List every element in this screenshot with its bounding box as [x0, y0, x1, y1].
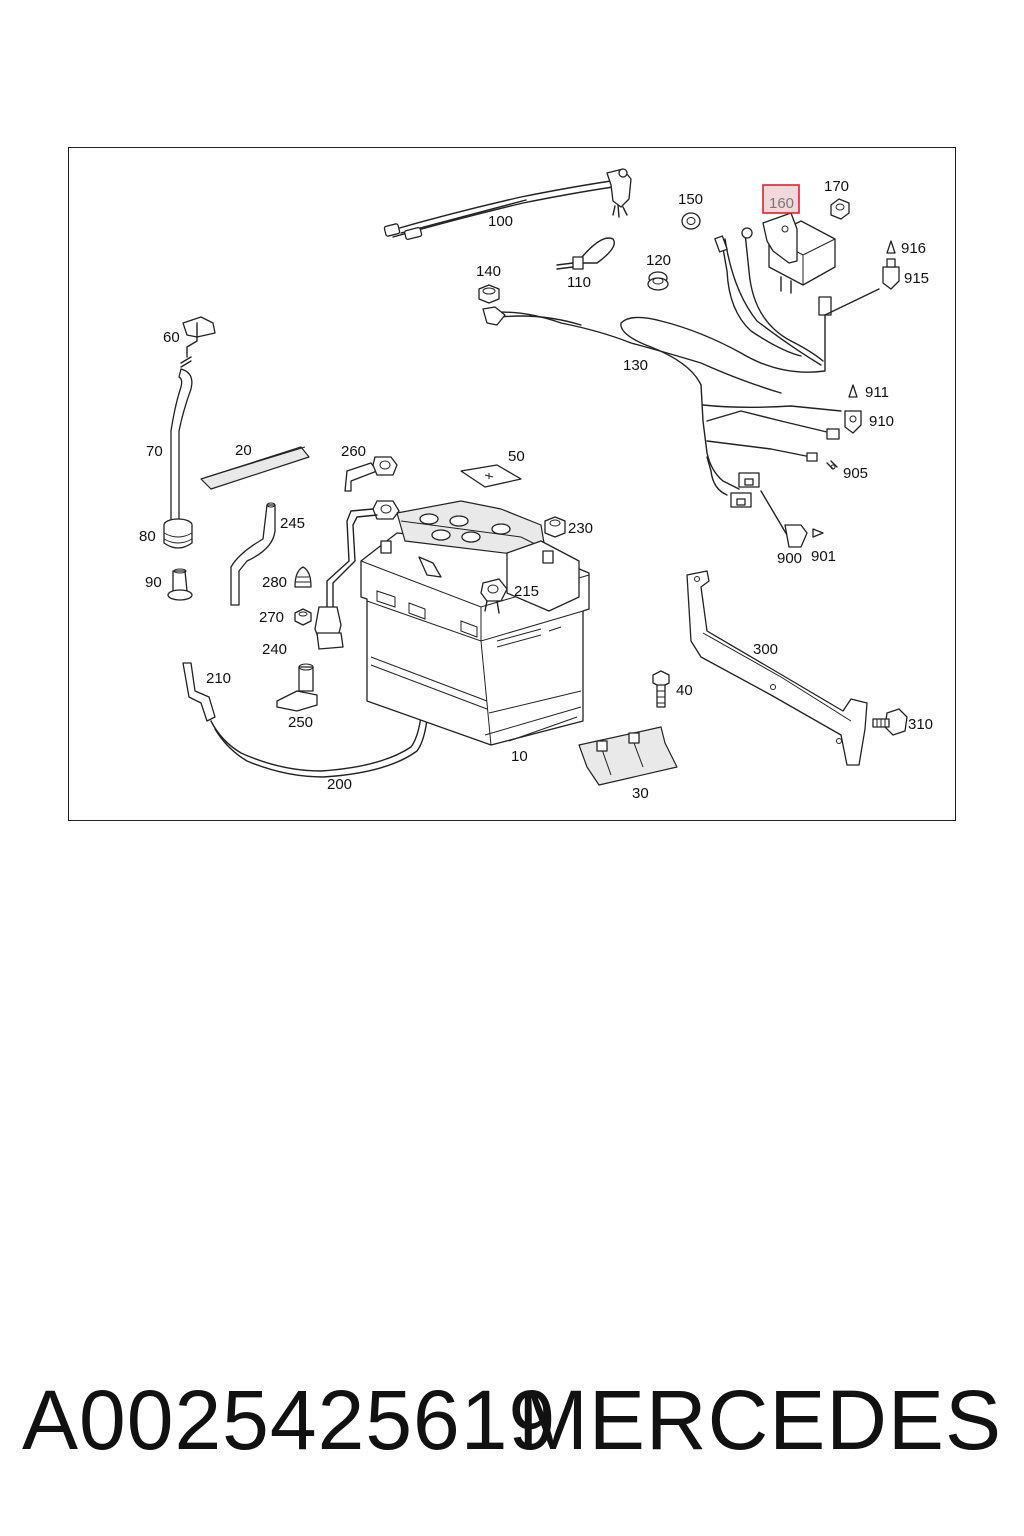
- hold-down-bracket-30-drawing: [578, 726, 678, 786]
- part-label-230[interactable]: 230: [568, 520, 593, 537]
- battery-cable-drawing: [383, 168, 632, 241]
- highlight-box-160: [762, 184, 800, 214]
- part-label-130[interactable]: 130: [623, 357, 648, 374]
- part-label-905[interactable]: 905: [843, 465, 868, 482]
- part-label-20[interactable]: 20: [235, 442, 252, 459]
- part-label-10[interactable]: 10: [511, 748, 528, 765]
- cover-plate-50-drawing: [460, 464, 522, 488]
- part-label-916[interactable]: 916: [901, 240, 926, 257]
- part-label-250[interactable]: 250: [288, 714, 313, 731]
- part-label-915[interactable]: 915: [904, 270, 929, 287]
- part-label-911[interactable]: 911: [865, 384, 889, 401]
- parts-diagram: 10 20 30 40 50 60 70 80 90 100 110 120 1…: [68, 147, 956, 821]
- part-label-80[interactable]: 80: [139, 528, 156, 545]
- nut-170-drawing: [830, 198, 850, 220]
- part-label-200[interactable]: 200: [327, 776, 352, 793]
- strip-20-drawing: [200, 446, 310, 490]
- bolt-40-drawing: [652, 670, 670, 708]
- part-label-120[interactable]: 120: [646, 252, 671, 269]
- vent-tube-200-210-drawing: [182, 592, 448, 778]
- terminal-clamp-215-drawing: [480, 578, 508, 614]
- terminal-clamp-260-drawing: [344, 456, 398, 492]
- washer-drawing: [681, 212, 701, 230]
- support-bracket-300-drawing: [686, 570, 868, 766]
- part-label-310[interactable]: 310: [908, 716, 933, 733]
- connector-915-916-drawing: [882, 240, 900, 290]
- valve-90-drawing: [167, 568, 193, 601]
- part-label-160[interactable]: 160: [769, 195, 794, 212]
- wiring-harness-drawing: [482, 227, 880, 536]
- part-label-260[interactable]: 260: [341, 443, 366, 460]
- part-label-210[interactable]: 210: [206, 670, 231, 687]
- grommet-80-drawing: [163, 518, 193, 549]
- part-number-text: A0025425619: [22, 1373, 557, 1467]
- part-label-150[interactable]: 150: [678, 191, 703, 208]
- part-label-110[interactable]: 110: [567, 274, 591, 291]
- part-label-215[interactable]: 215: [514, 583, 539, 600]
- fuse-holder-drawing: [784, 524, 824, 548]
- relay-module-drawing: [762, 212, 836, 316]
- part-label-900[interactable]: 900: [777, 550, 802, 567]
- part-label-910[interactable]: 910: [869, 413, 894, 430]
- brand-name-text: MERCEDES: [517, 1373, 1002, 1467]
- ground-cable-240-drawing: [314, 500, 400, 650]
- battery-drawing: [360, 500, 590, 746]
- hose-245-drawing: [230, 502, 276, 606]
- bolt-310-drawing: [872, 708, 908, 736]
- grommet-drawing: [647, 271, 669, 291]
- part-label-90[interactable]: 90: [145, 574, 162, 591]
- part-label-70[interactable]: 70: [146, 443, 163, 460]
- part-label-50[interactable]: 50: [508, 448, 525, 465]
- vent-hose-drawing: [170, 316, 216, 522]
- part-label-240[interactable]: 240: [262, 641, 287, 658]
- cable-tie-drawing: [556, 237, 615, 270]
- part-labels: 10 20 30 40 50 60 70 80 90 100 110 120 1…: [139, 178, 933, 802]
- part-label-300[interactable]: 300: [753, 641, 778, 658]
- nut-270-drawing: [294, 608, 312, 626]
- caption-bar: A0025425619 MERCEDES: [0, 1365, 1024, 1475]
- cap-280-drawing: [294, 566, 312, 588]
- nut-drawing: [478, 284, 500, 304]
- part-label-245[interactable]: 245: [280, 515, 305, 532]
- part-label-40[interactable]: 40: [676, 682, 693, 699]
- terminal-910-911-drawing: [826, 384, 862, 470]
- nut-230-drawing: [544, 516, 566, 538]
- part-label-170[interactable]: 170: [824, 178, 849, 195]
- part-label-901[interactable]: 901: [811, 548, 836, 565]
- part-label-280[interactable]: 280: [262, 574, 287, 591]
- part-label-30[interactable]: 30: [632, 785, 649, 802]
- part-label-270[interactable]: 270: [259, 609, 284, 626]
- part-label-100[interactable]: 100: [488, 213, 513, 230]
- part-label-60[interactable]: 60: [163, 329, 180, 346]
- ground-lug-250-drawing: [276, 663, 318, 712]
- part-label-140[interactable]: 140: [476, 263, 501, 280]
